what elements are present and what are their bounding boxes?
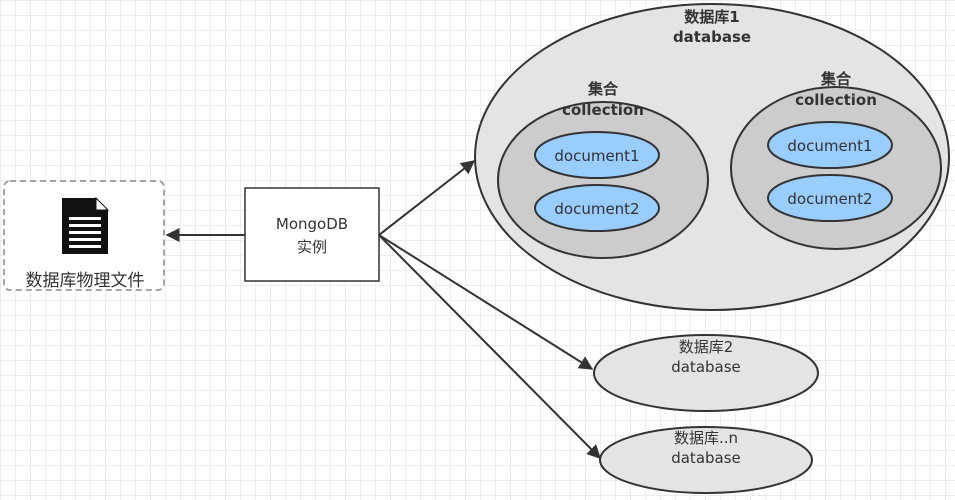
instance-label-line1: MongoDB [276, 215, 348, 233]
instance-box [244, 187, 380, 282]
collection-1-document1-label: document1 [554, 147, 639, 165]
collection-1-document1-ellipse [534, 131, 660, 179]
database2-type: database [671, 358, 741, 376]
collection-1-node: 集合 collection document1 document2 [497, 80, 709, 259]
collection-2-type: collection [795, 91, 877, 109]
arrow-to-database1 [378, 160, 476, 236]
databasen-ellipse [599, 426, 813, 494]
database1-type: database [673, 28, 751, 46]
database2-node: 数据库2 database [593, 334, 819, 412]
arrow-to-database2 [378, 234, 594, 370]
collection-1-ellipse [497, 101, 709, 259]
collection-2-name: 集合 [820, 70, 852, 88]
instance-label-line2: 实例 [297, 238, 327, 256]
connector-arrows [165, 160, 601, 459]
collection-1-name: 集合 [587, 80, 619, 98]
collection-1-document2-ellipse [534, 184, 660, 232]
database2-name: 数据库2 [679, 338, 734, 356]
collection-2-document2-label: document2 [787, 190, 872, 208]
collection-2-document2-ellipse [767, 174, 893, 222]
physical-file-label: 数据库物理文件 [26, 271, 145, 291]
databasen-type: database [671, 449, 741, 467]
database1-name: 数据库1 [684, 8, 739, 26]
collection-2-document1-label: document1 [787, 137, 872, 155]
collection-2-node: 集合 collection document1 document2 [730, 70, 942, 250]
arrow-to-databasen [378, 234, 601, 459]
mongodb-instance-node: MongoDB 实例 [244, 187, 380, 282]
collection-2-document1-ellipse [767, 121, 893, 169]
file-document-icon [62, 196, 110, 254]
physical-file-node: 数据库物理文件 [3, 180, 165, 291]
collection-1-type: collection [562, 101, 644, 119]
database1-node: 数据库1 database 集合 collection document1 do… [474, 3, 950, 311]
databasen-name: 数据库..n [674, 429, 738, 447]
collection-1-document2-label: document2 [554, 200, 639, 218]
databasen-node: 数据库..n database [599, 426, 813, 494]
database2-ellipse [593, 334, 819, 412]
